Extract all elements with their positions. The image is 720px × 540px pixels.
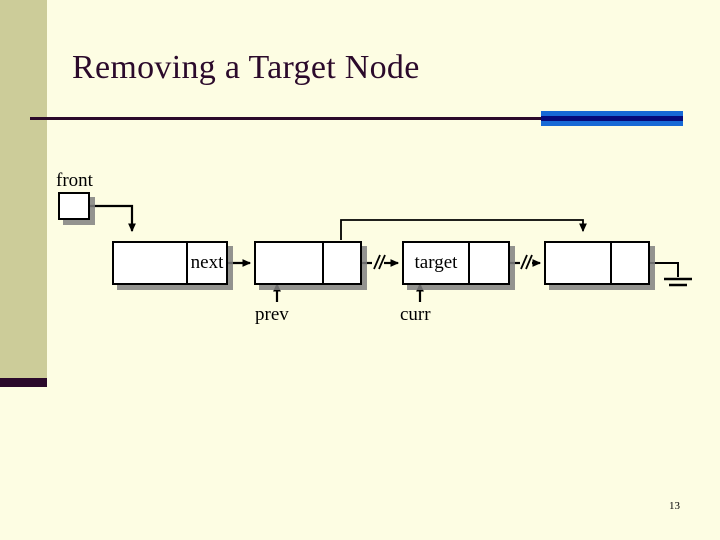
pointer-label-prev: prev: [255, 304, 289, 325]
ground-icon: [650, 262, 692, 287]
list-node-2: [254, 241, 362, 285]
pointer-label-curr: curr: [400, 304, 431, 325]
pointer-box-front: [58, 192, 90, 220]
node-2-next-cell: [324, 243, 360, 283]
list-node-1: next: [112, 241, 228, 285]
arrow-bypass-to-node4: [340, 219, 587, 240]
list-node-4: [544, 241, 650, 285]
arrow-front-to-node1: [88, 204, 136, 233]
cut-mark-1-icon: [373, 254, 386, 270]
sidebar-decorative-band: [0, 0, 47, 378]
title-rule-blue-core: [541, 116, 683, 121]
pointer-label-front: front: [56, 170, 93, 191]
node-3-next-cell: [470, 243, 508, 283]
node-4-next-cell: [612, 243, 648, 283]
list-node-3-target: target: [402, 241, 510, 285]
node-2-data-cell: [256, 243, 324, 283]
title-rule-dark: [30, 117, 542, 120]
page-title: Removing a Target Node: [72, 49, 420, 86]
node-1-data-cell: [114, 243, 188, 283]
page-number: 13: [669, 500, 680, 512]
cut-mark-2-icon: [520, 254, 533, 270]
node-3-data-cell: target: [404, 243, 470, 283]
sidebar-foot-bar: [0, 378, 47, 387]
node-1-next-cell: next: [190, 252, 224, 273]
node-4-data-cell: [546, 243, 612, 283]
